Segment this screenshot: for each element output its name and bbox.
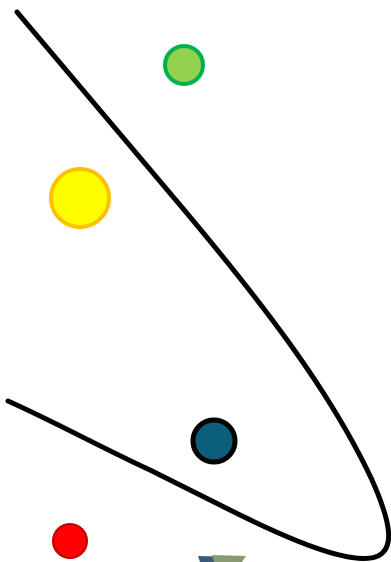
yellow-circle-marker	[51, 169, 109, 227]
green-circle-marker	[165, 46, 203, 84]
partial-picture-light	[212, 555, 246, 562]
teal-circle-marker	[193, 420, 235, 462]
red-circle-marker	[53, 524, 87, 558]
